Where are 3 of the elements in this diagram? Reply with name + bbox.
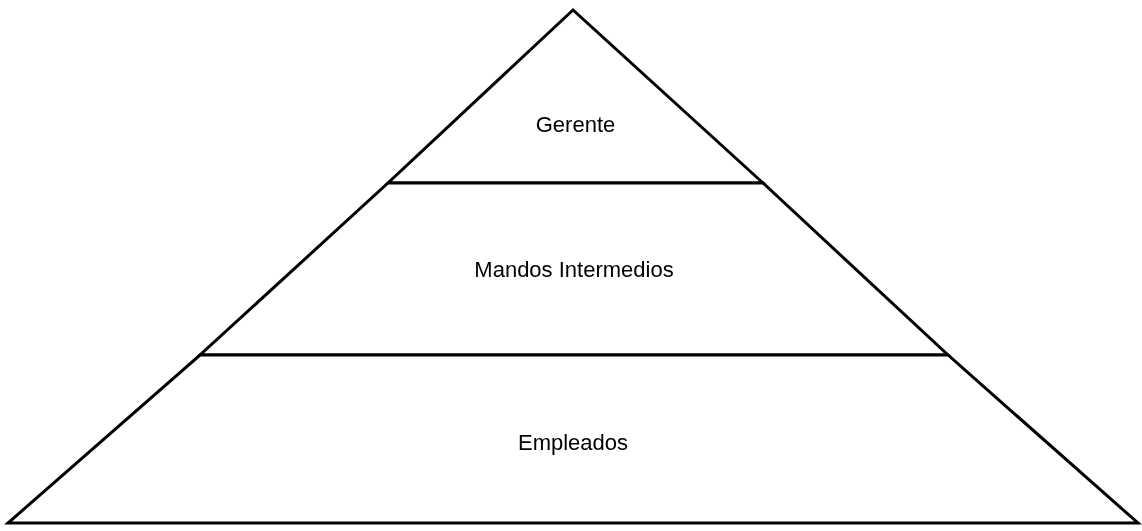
tier-label: Mandos Intermedios [474,257,674,283]
tier-label: Gerente [535,112,616,138]
tier-label: Empleados [517,430,629,456]
